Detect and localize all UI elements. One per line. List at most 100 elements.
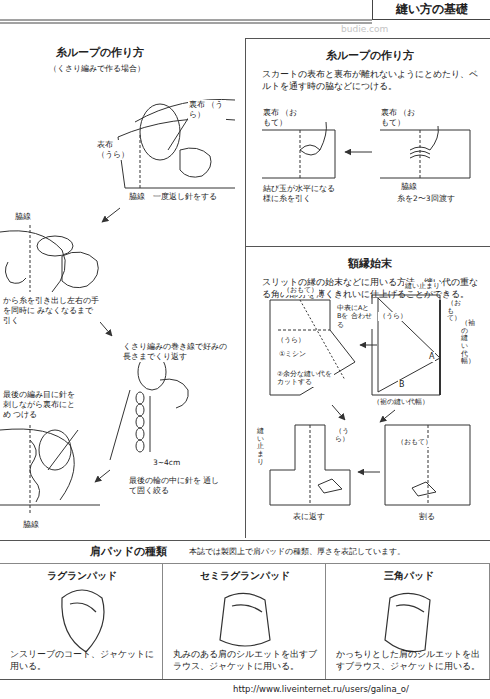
drawing-stroke: [150, 396, 151, 452]
part-name: （おもて）: [396, 438, 433, 447]
drawing-stroke: [30, 440, 40, 502]
drawing-stroke: [385, 593, 430, 651]
step-note: 最後の編み目に針を 刺しながら裏布にとめ つける: [2, 390, 82, 419]
dimension-note: （裾の縫い代幅）: [372, 398, 430, 406]
drawing-stroke: [372, 295, 440, 395]
part-name: （おもて）: [446, 300, 455, 323]
drawing-stroke: [318, 479, 342, 493]
step-note: ②余分な縫い代を カットする: [276, 370, 334, 387]
step-note: から糸を引き出し左右の手を同時に みなくなるまで引く: [2, 296, 100, 325]
drawing-stroke: [70, 603, 96, 612]
part-name: 裏布 （うら）: [188, 100, 226, 120]
drawing-stroke: [135, 99, 235, 122]
chain-loop-step-3: [110, 354, 188, 460]
part-name: （おもて）: [282, 286, 319, 295]
mitered-corner-figures: [270, 295, 470, 505]
pad-column: ラグランパッドンスリーブのコート、ジャケットに用いる。: [0, 563, 163, 679]
pad-name: セミラグランパッド: [173, 569, 317, 583]
chain-loop-step-4: [0, 425, 100, 515]
band-header: 肩パッドの種類本誌では製図上で肩パッドの種類、厚さを表記しています。: [0, 541, 490, 564]
drawing-stroke: [358, 472, 380, 473]
drawing-stroke: [39, 430, 71, 470]
chain-loop-step-2: [0, 225, 98, 292]
pad-text: 丸みのある肩のシルエットを出すブラウス、ジャケットに用いる。: [173, 649, 317, 673]
drawing-stroke: [420, 130, 421, 178]
drawing-stroke: [430, 126, 438, 150]
drawing-stroke: [428, 425, 429, 505]
drawing-stroke: [378, 298, 440, 392]
step-note: 結び玉が水平になる 様に糸を引く: [262, 184, 344, 204]
drawing-stroke: [300, 145, 320, 155]
header-rule: [0, 20, 372, 23]
drawing-stroke: [332, 405, 345, 420]
part-name: 裏布 （おもて）: [262, 108, 306, 128]
drawing-stroke: [385, 425, 470, 505]
drawing-stroke: [100, 322, 112, 336]
drawing-stroke: [345, 152, 372, 153]
drawing-stroke: [136, 416, 144, 428]
pad-text: ンスリーブのコート、ジャケットに用いる。: [10, 649, 154, 673]
pad-column: 三角パッドかっちりとした肩のシルエットを出すブラウス、ジャケットに用いる。: [326, 563, 490, 679]
drawing-stroke: [110, 390, 130, 460]
drawing-stroke: [48, 430, 78, 470]
part-name: 表布 （うら）: [96, 140, 132, 160]
part-name: 縫い止まり: [404, 282, 441, 291]
drawing-stroke: [439, 300, 441, 395]
dimension: 3~4cm: [152, 458, 181, 468]
drawing-stroke: [0, 231, 65, 292]
part-name: 脇線: [400, 182, 418, 192]
step-note: 表に返す: [292, 512, 326, 522]
drawing-stroke: [0, 505, 100, 506]
drawing-stroke: [220, 593, 270, 646]
drawing-stroke: [102, 208, 120, 222]
drawing-stroke: [0, 23, 372, 24]
drawing-stroke: [0, 429, 74, 500]
drawing-stroke: [136, 392, 144, 404]
page-title: 縫い方の基礎: [372, 0, 490, 20]
pad-name: ラグランパッド: [10, 569, 154, 583]
drawing-stroke: [320, 122, 326, 150]
drawing-stroke: [180, 148, 211, 177]
step-note: ①ミシン: [278, 350, 307, 359]
part-name: 脇線: [14, 212, 32, 222]
drawing-stroke: [0, 20, 372, 21]
part-name: （うら）: [378, 312, 408, 321]
drawing-stroke: [140, 135, 141, 188]
section-panel: 糸ループの作り方スカートの表布と裏布が離れないようにとめたり、ベルトを通す時の脇…: [245, 38, 490, 246]
section-heading: 糸ループの作り方: [262, 49, 478, 63]
part-name: 脇線 一度返し針をする: [128, 192, 218, 202]
section-heading: 額縁始末: [262, 257, 478, 271]
drawing-stroke: [37, 236, 73, 256]
drawing-stroke: [380, 410, 395, 422]
section-text: スカートの表布と裏布が離れないようにとめたり、ベルトを通す時の脇などにつける。: [262, 69, 478, 93]
section-heading: 糸ループの作り方: [55, 46, 145, 60]
watermark: http://www.liveinternet.ru/users/galina_…: [232, 684, 410, 695]
drawing-stroke: [118, 119, 235, 137]
drawing-stroke: [380, 130, 470, 178]
step-arrows: [95, 208, 120, 482]
drawing-stroke: [262, 130, 335, 178]
drawing-stroke: [62, 590, 104, 652]
dimension-note: （袖の縫い代幅）: [460, 320, 469, 366]
callout-letter: A: [428, 352, 435, 362]
drawing-stroke: [118, 137, 235, 188]
drawing-stroke: [278, 330, 330, 331]
shoulder-pad-shapes: [62, 590, 430, 652]
part-name: 脇線: [22, 520, 40, 530]
step-note: 最後の輪の中に針を 通して固く絞る: [128, 476, 222, 496]
pad-name: 三角パッド: [336, 569, 481, 583]
watermark: budie.com: [340, 24, 389, 36]
callout-letter: B: [398, 380, 406, 390]
drawing-stroke: [396, 605, 424, 612]
pad-text: かっちりとした肩のシルエットを出すブラウス、ジャケットに用いる。: [336, 649, 481, 673]
chain-loop-step-1: [118, 99, 235, 188]
drawing-stroke: [5, 262, 26, 283]
drawing-stroke: [360, 345, 377, 346]
part-name: 縫い止まり: [256, 428, 265, 466]
step-note: くさり編みの巻き線で好みの 長さまでくり返す: [122, 342, 236, 362]
pad-column: セミラグランパッド丸みのある肩のシルエットを出すブラウス、ジャケットに用いる。: [163, 563, 326, 679]
drawing-stroke: [232, 605, 262, 612]
step-note: 割る: [418, 512, 436, 522]
drawing-stroke: [30, 225, 31, 292]
